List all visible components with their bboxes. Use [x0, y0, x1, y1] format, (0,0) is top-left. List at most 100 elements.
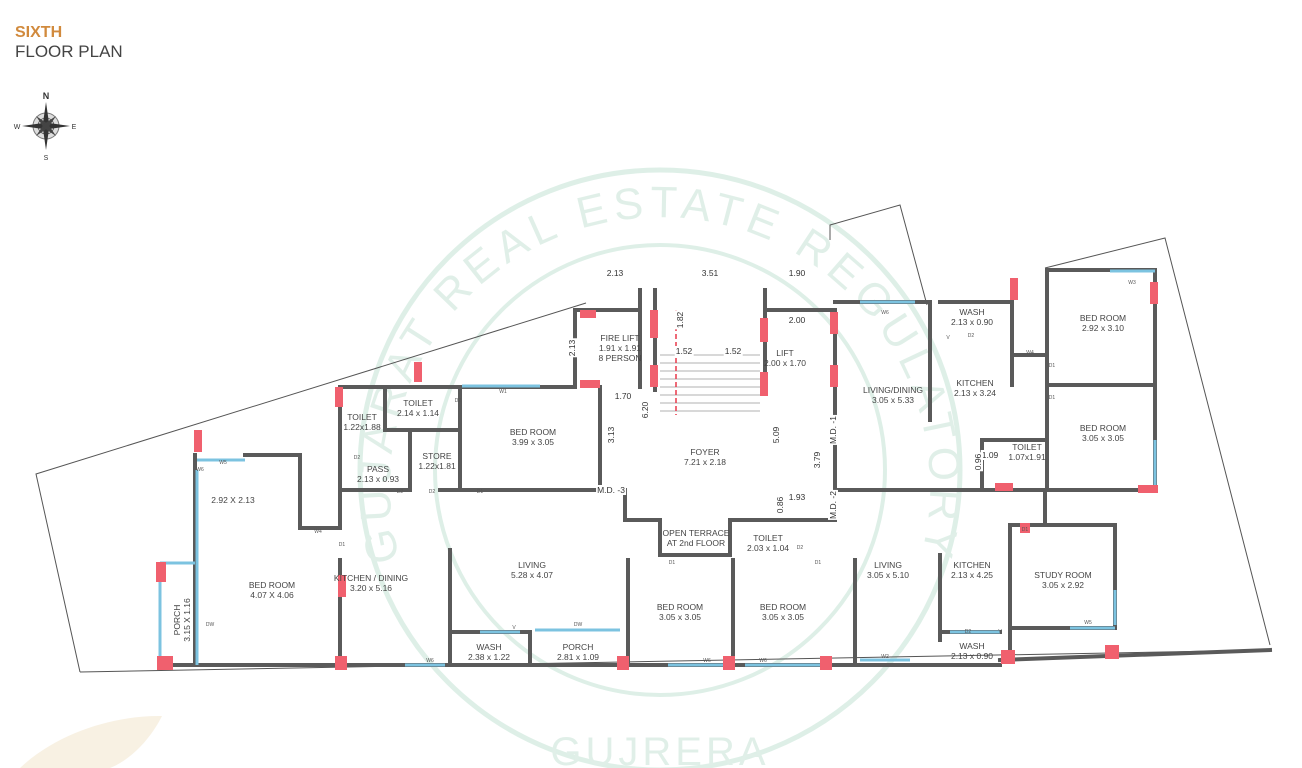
column — [157, 656, 173, 670]
columns — [156, 278, 1158, 670]
column — [194, 430, 202, 452]
room-name: TOILET — [753, 533, 783, 543]
opening-tag: W5 — [1084, 620, 1092, 626]
room-name: KITCHEN / DINING — [333, 573, 409, 583]
room-size: 2.13 x 4.25 — [950, 570, 994, 580]
room-size: 3.99 x 3.05 — [511, 437, 555, 447]
column — [335, 656, 347, 670]
room-size: 2.13 x 3.24 — [953, 388, 997, 398]
opening-tag: W4 — [1026, 350, 1034, 356]
opening-tag: W6 — [703, 658, 711, 664]
svg-text:GUJARAT REAL ESTATE REGULATORY: GUJARAT REAL ESTATE REGULATORY AUTHORITY — [0, 0, 964, 568]
dimension-label: 5.09 — [771, 425, 781, 445]
column — [1105, 645, 1119, 659]
column — [830, 312, 838, 334]
watermark-text: GUJARAT REAL ESTATE REGULATORY AUTHORITY — [0, 0, 964, 568]
column — [156, 562, 166, 582]
room-size: 2.03 x 1.04 — [746, 543, 790, 553]
opening-tag: D2 — [796, 545, 804, 551]
room-name: PORCH — [562, 642, 594, 652]
room-name: LIVING — [874, 560, 902, 570]
opening-tag: D2 — [964, 629, 972, 635]
dimension-label: 1.52 — [723, 346, 743, 356]
room-size: 5.28 x 4.07 — [510, 570, 554, 580]
dimension-label: M.D. -1 — [828, 415, 838, 445]
room-name: FIRE LIFT — [600, 333, 640, 343]
column — [650, 310, 658, 338]
plan-label: FLOOR PLAN — [15, 42, 123, 61]
room-size: 1.91 x 1.91 — [598, 343, 642, 353]
column — [617, 656, 629, 670]
dimension-label: 1.82 — [675, 310, 685, 330]
room-name: PORCH — [172, 604, 182, 636]
room-name: BED ROOM — [1079, 313, 1127, 323]
room-name: PASS — [366, 464, 390, 474]
room-size: 3.20 x 5.16 — [349, 583, 393, 593]
opening-tag: W6 — [759, 658, 767, 664]
room-size: 2.13 x 0.93 — [356, 474, 400, 484]
room-label: 2.92 X 2.13 — [211, 495, 254, 505]
column — [580, 380, 600, 388]
column — [414, 362, 422, 382]
room-name: WASH — [476, 642, 502, 652]
logo-feather — [20, 715, 162, 768]
room-size: 2.92 X 2.13 — [211, 495, 255, 505]
room-name: LIVING — [518, 560, 546, 570]
column — [995, 483, 1013, 491]
opening-tag: D1 — [476, 489, 484, 495]
opening-tag: W6 — [426, 658, 434, 664]
plan-title: SIXTH FLOOR PLAN — [15, 24, 123, 62]
room-name: LIVING/DINING — [863, 385, 923, 395]
column — [1150, 282, 1158, 304]
opening-tag: D2 — [454, 398, 462, 404]
room-name: OPEN TERRACE — [662, 528, 730, 538]
room-name: LIFT — [776, 348, 794, 358]
column — [338, 575, 346, 597]
dimension-label: M.D. -2 — [828, 490, 838, 520]
opening-tag: D1 — [1021, 527, 1029, 533]
room-size: 2.92 x 3.10 — [1081, 323, 1125, 333]
column — [580, 310, 596, 318]
opening-tag: D1 — [814, 560, 822, 566]
opening-tag: V — [946, 335, 950, 341]
dimension-label: 3.13 — [606, 425, 616, 445]
dimension-label: 0.86 — [775, 495, 785, 515]
column — [650, 365, 658, 387]
room-size: 3.05 x 5.10 — [866, 570, 910, 580]
room-size: 1.07x1.91 — [1008, 452, 1046, 462]
room-size: 3.05 x 2.92 — [1041, 580, 1085, 590]
opening-tag: DW — [205, 622, 215, 628]
room-name: KITCHEN — [953, 560, 991, 570]
column — [1020, 523, 1030, 533]
opening-tag: W1 — [499, 389, 507, 395]
room-size: 2.81 x 1.09 — [556, 652, 600, 662]
dimension-label: 1.52 — [674, 346, 694, 356]
dimension-label: 1.70 — [613, 391, 633, 401]
room-size: 3.15 X 1.16 — [182, 598, 192, 642]
opening-tag: DW — [573, 622, 583, 628]
room-size: 3.05 x 3.05 — [1081, 433, 1125, 443]
wall — [997, 647, 1273, 663]
svg-text:W: W — [14, 124, 21, 131]
opening-tag: W6 — [196, 467, 204, 473]
